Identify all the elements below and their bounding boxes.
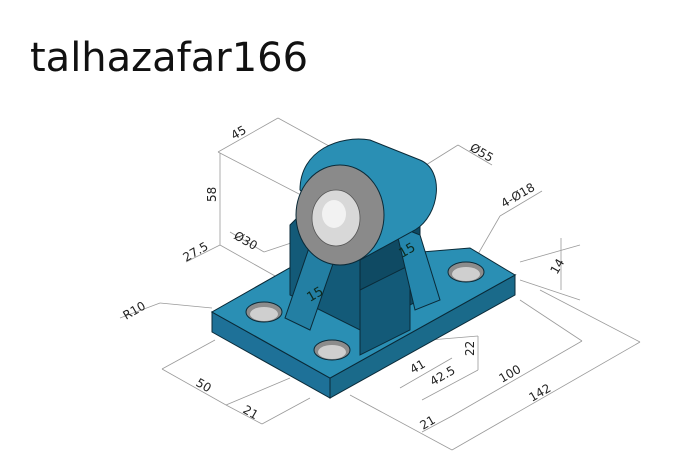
- dim-r10: R10: [121, 299, 148, 323]
- dim-100: 100: [497, 362, 524, 386]
- dim-14: 14: [547, 256, 567, 276]
- dim-58: 58: [205, 187, 219, 202]
- dim-21-bottom: 21: [418, 413, 438, 433]
- dim-rib-right-15: 15: [397, 240, 419, 261]
- dim-dia55: Ø55: [468, 140, 496, 164]
- watermark-text: talhazafar166: [30, 35, 309, 81]
- dimension-lines: [119, 117, 641, 451]
- dim-22: 22: [463, 341, 477, 356]
- dim-27-5: 27.5: [181, 239, 211, 264]
- dim-21-left: 21: [241, 402, 261, 422]
- dim-4-dia18: 4-Ø18: [499, 180, 538, 210]
- dim-41: 41: [408, 357, 428, 377]
- dim-50: 50: [194, 375, 214, 395]
- dim-142: 142: [527, 381, 554, 405]
- dim-dia30: Ø30: [232, 228, 260, 252]
- part-body: [210, 138, 517, 399]
- dim-rib-left-15: 15: [305, 284, 327, 305]
- dim-42-5: 42.5: [428, 363, 458, 388]
- dim-45: 45: [229, 123, 249, 143]
